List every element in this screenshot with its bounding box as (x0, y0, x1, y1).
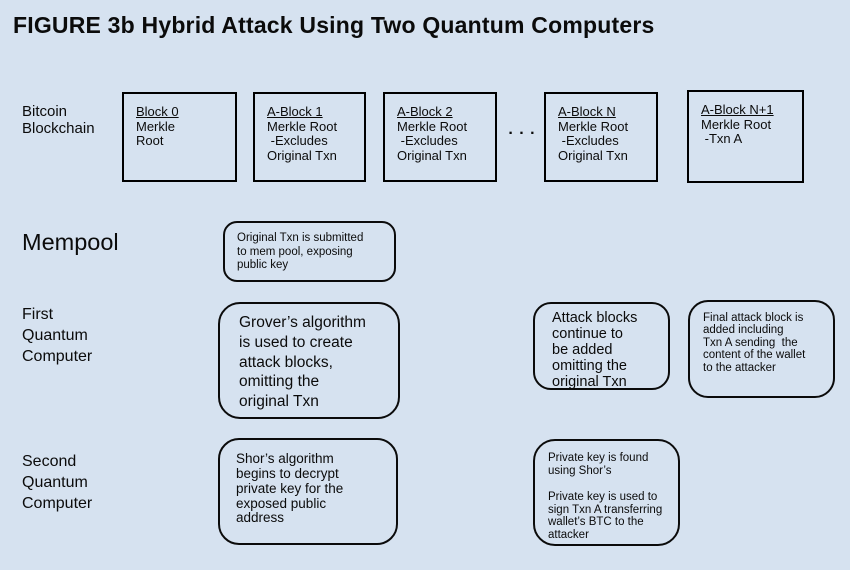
block-0: Block 0 Merkle Root (122, 92, 237, 182)
block-an1: A-Block N+1 Merkle Root -Txn A (687, 90, 804, 183)
block-0-body: Merkle Root (136, 118, 176, 149)
mempool-note: Original Txn is submitted to mem pool, e… (223, 221, 396, 282)
block-0-title: Block 0 (136, 104, 179, 119)
block-a2: A-Block 2 Merkle Root -Excludes Original… (383, 92, 497, 182)
block-an1-title: A-Block N+1 (701, 102, 774, 117)
block-a1-title: A-Block 1 (267, 104, 323, 119)
shor-note: Shor’s algorithm begins to decrypt priva… (218, 438, 398, 545)
block-a1-body: Merkle Root -Excludes Original Txn (267, 118, 338, 164)
attack-blocks-continue-note: Attack blocks continue to be added omitt… (533, 302, 670, 390)
block-a1: A-Block 1 Merkle Root -Excludes Original… (253, 92, 366, 182)
private-key-note: Private key is found using Shor’s Privat… (533, 439, 680, 546)
block-a2-body: Merkle Root -Excludes Original Txn (397, 118, 468, 164)
final-attack-block-note: Final attack block is added including Tx… (688, 300, 835, 398)
row-label-first-quantum-computer: First Quantum Computer (22, 306, 93, 365)
blockchain-ellipsis: . . . (508, 121, 536, 138)
block-an1-body: Merkle Root -Txn A (701, 116, 772, 147)
grover-note: Grover’s algorithm is used to create att… (218, 302, 400, 419)
figure-title: FIGURE 3b Hybrid Attack Using Two Quantu… (13, 12, 655, 38)
block-an: A-Block N Merkle Root -Excludes Original… (544, 92, 658, 182)
row-label-second-quantum-computer: Second Quantum Computer (22, 453, 93, 512)
block-a2-title: A-Block 2 (397, 104, 453, 119)
block-an-body: Merkle Root -Excludes Original Txn (558, 118, 629, 164)
block-an-title: A-Block N (558, 104, 616, 119)
row-label-mempool: Mempool (22, 229, 119, 255)
row-label-bitcoin-blockchain: Bitcoin Blockchain (22, 103, 95, 137)
